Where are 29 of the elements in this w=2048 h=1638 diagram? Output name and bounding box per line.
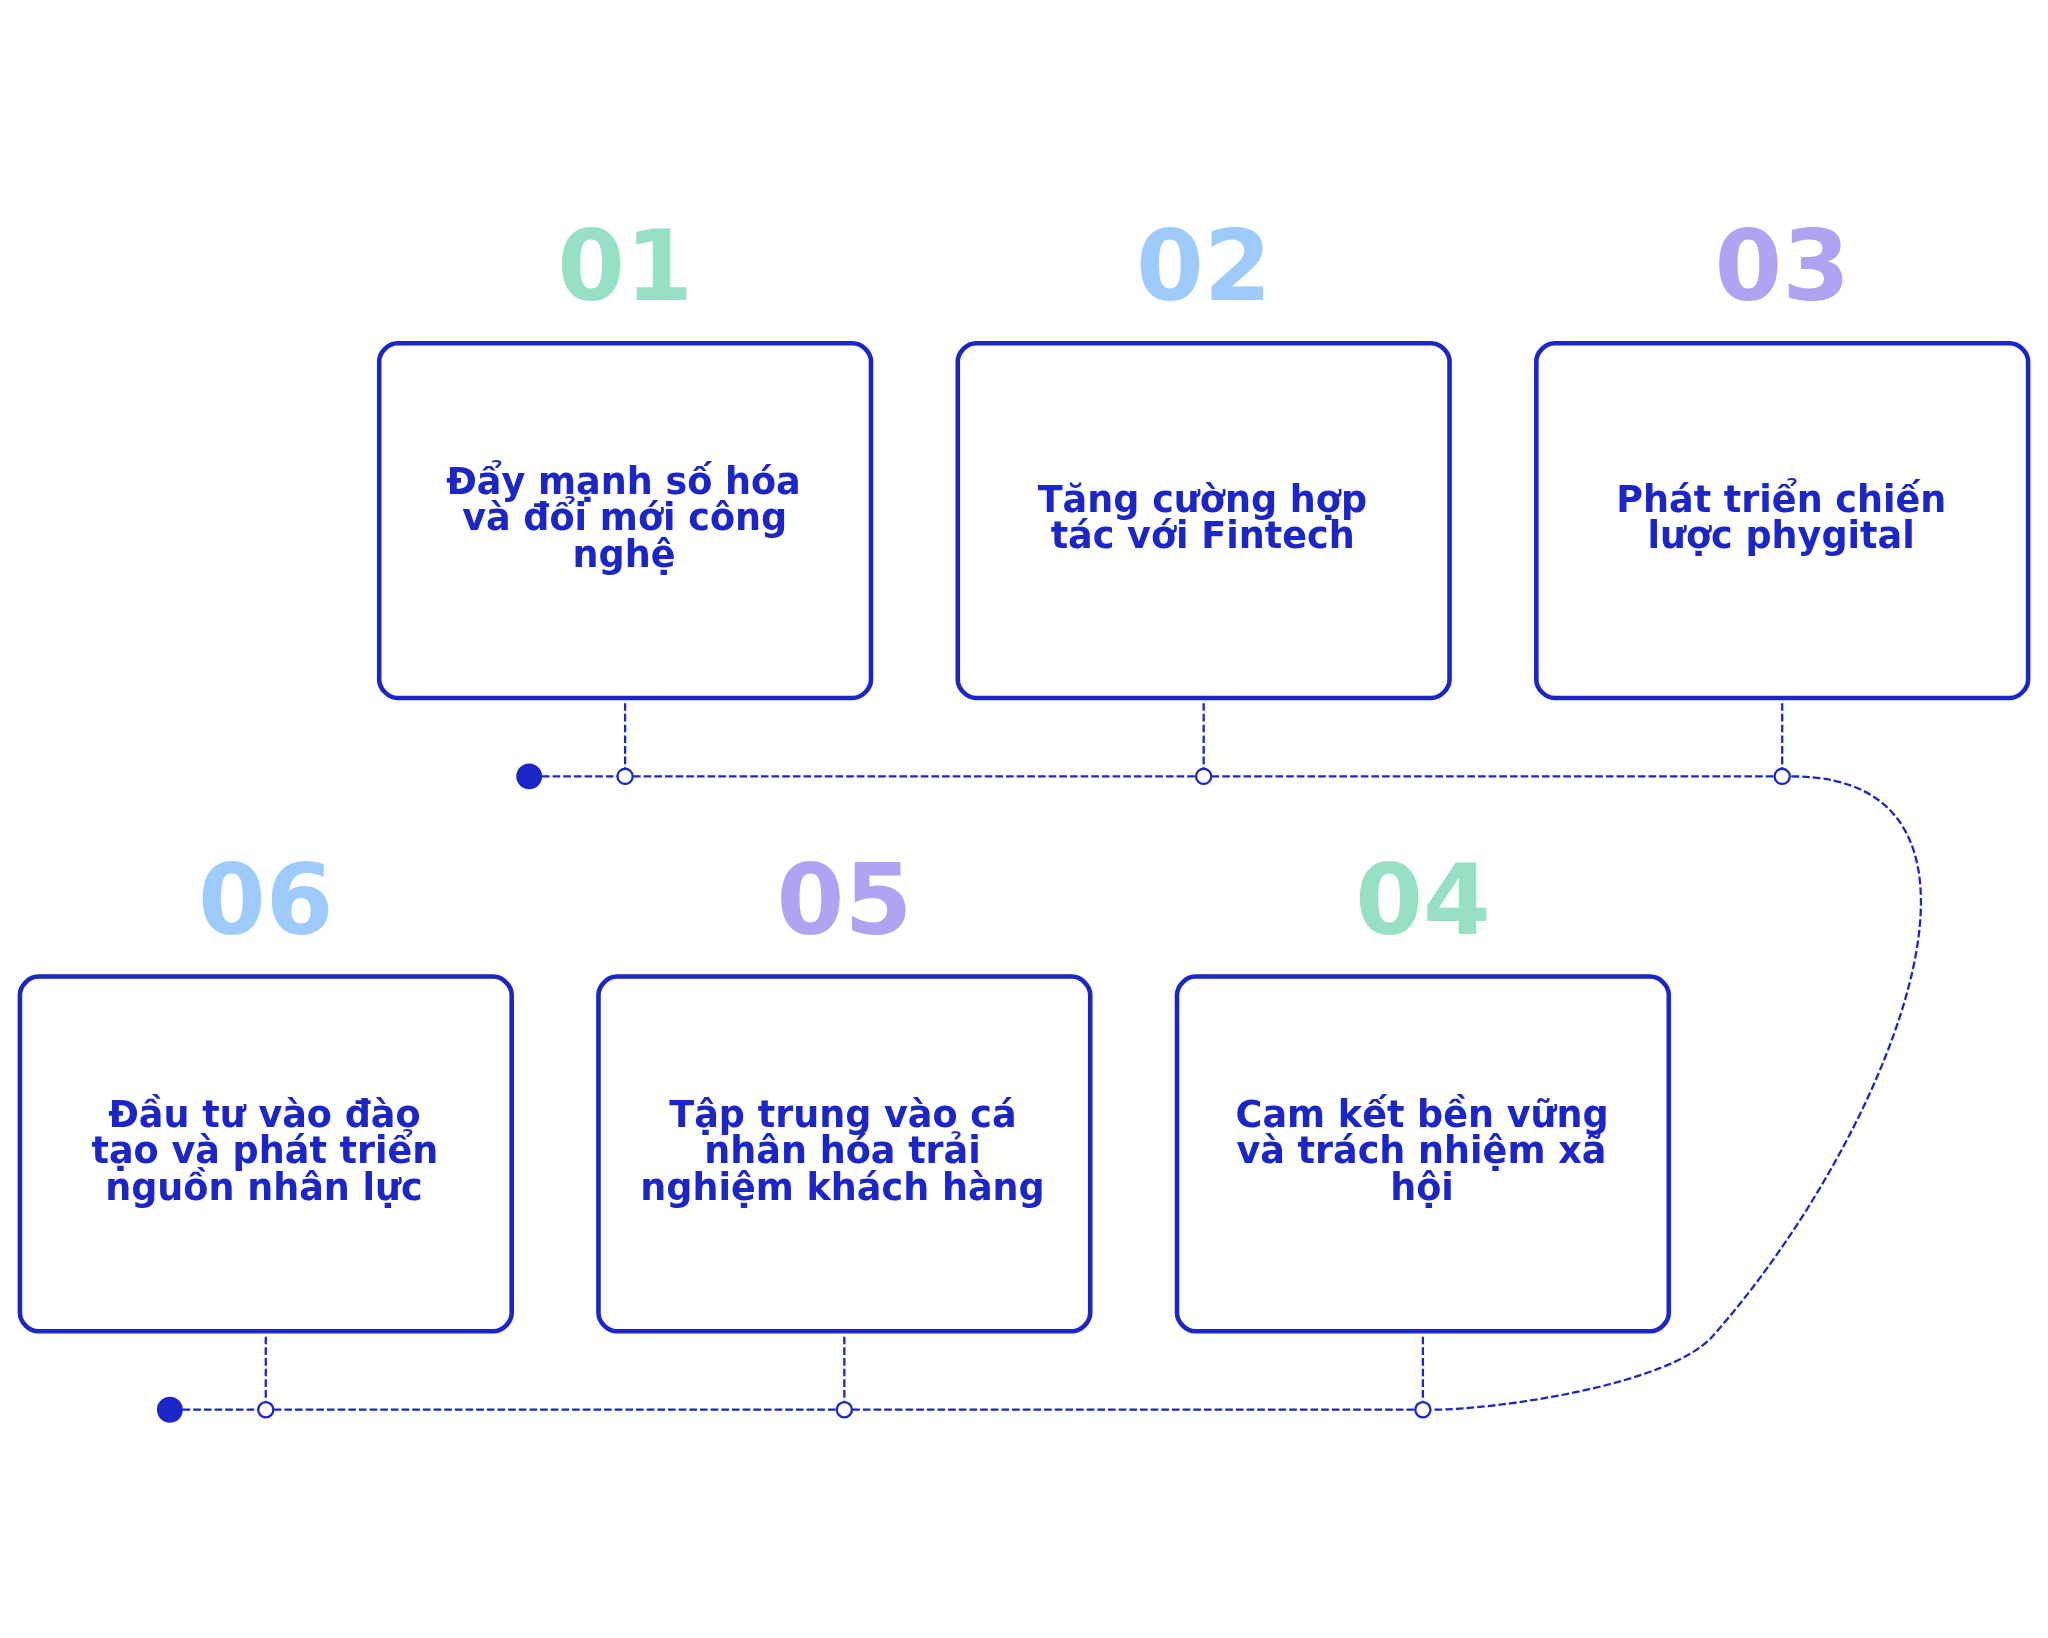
node-label: 02 (1135, 210, 1272, 324)
node-circle (1773, 767, 1791, 786)
node-circle (1414, 1400, 1432, 1419)
node-circle (835, 1400, 854, 1419)
node-circle (516, 763, 543, 790)
node-label: 03 (1714, 210, 1851, 324)
node-label: 04 (1355, 843, 1491, 957)
node-label: 06 (198, 843, 334, 957)
connector (273, 1408, 837, 1411)
node-circle (616, 767, 634, 786)
connector (1202, 703, 1205, 769)
connector (633, 775, 1196, 778)
node-label: 01 (557, 210, 693, 324)
node-box: Tập trung vào cá nhân hóa trải nghiệm khách hàng (596, 974, 1093, 1334)
node-circle (257, 1400, 275, 1419)
node-box: Tăng cường hợp tác với Fintech (955, 340, 1452, 701)
node-box: Cam kết bền vững và trách nhiệm xã hội (1174, 974, 1672, 1334)
connector (852, 1408, 1416, 1411)
node-circle (1194, 767, 1213, 786)
connector (1432, 775, 1921, 1411)
connector (623, 703, 627, 769)
node-box: Đầu tư vào đào tạo và phát triển nguồn nhân lực (17, 974, 514, 1334)
connector (182, 1408, 258, 1411)
node-circle (156, 1396, 183, 1423)
node-box: Phát triển chiến lược phygital (1534, 340, 2031, 701)
connector (1781, 703, 1784, 769)
node-label: 05 (776, 843, 913, 957)
connector (1211, 775, 1775, 778)
node-box: Đẩy mạnh số hóa và đổi mới công nghệ (376, 340, 874, 701)
